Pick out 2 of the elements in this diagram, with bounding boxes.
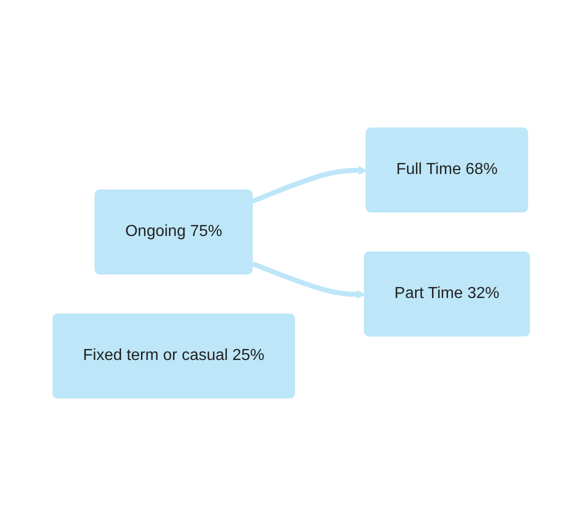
arrow — [252, 261, 366, 299]
arrow — [252, 166, 367, 204]
